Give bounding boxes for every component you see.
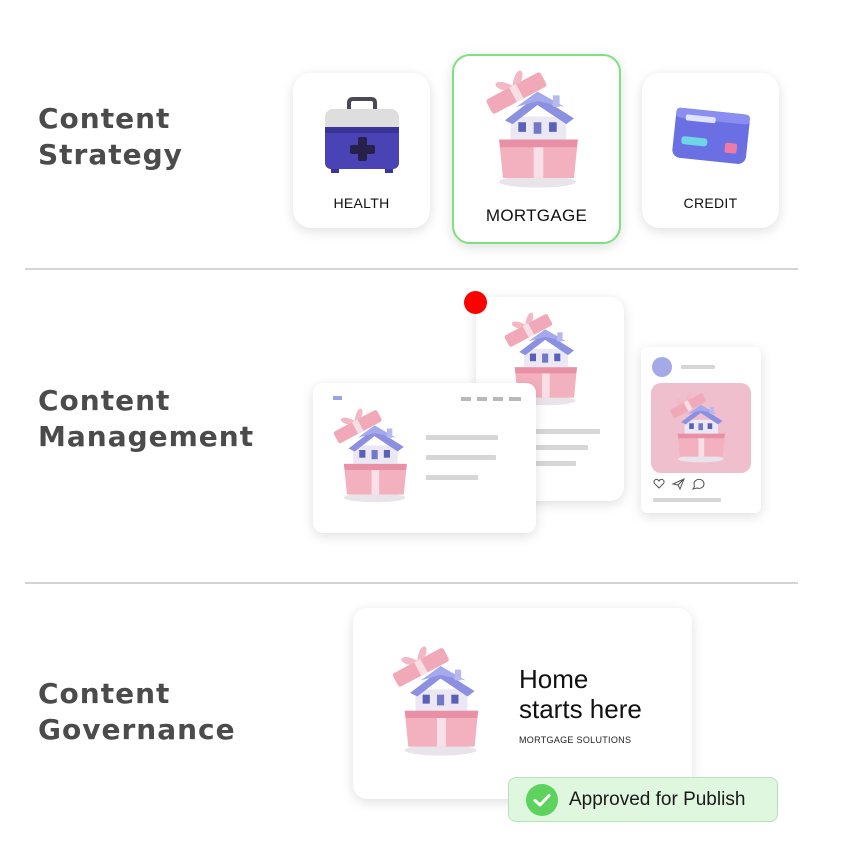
section-title-governance: Content Governance <box>38 676 236 748</box>
section-title-line: Content <box>38 102 171 135</box>
heart-icon <box>653 478 665 489</box>
category-card-health[interactable]: HEALTH <box>293 73 430 228</box>
placeholder-text-line <box>653 498 721 502</box>
approval-status-label: Approved for Publish <box>569 788 746 810</box>
social-post-preview[interactable] <box>641 347 761 513</box>
post-image <box>651 383 751 473</box>
section-title-line: Content <box>38 677 171 710</box>
house-gift-box-icon <box>480 66 578 188</box>
placeholder-text-line <box>426 435 498 440</box>
hero-subtitle: MORTGAGE SOLUTIONS <box>519 735 632 745</box>
section-title-management: Content Management <box>38 383 254 455</box>
section-title-line: Management <box>38 420 255 453</box>
web-page-preview[interactable] <box>313 383 536 533</box>
post-actions <box>653 478 705 490</box>
logo-placeholder <box>333 396 342 400</box>
credit-card-icon <box>672 107 751 164</box>
category-card-mortgage[interactable]: MORTGAGE <box>452 54 621 244</box>
section-title-strategy: Content Strategy <box>38 101 183 173</box>
medical-kit-icon <box>325 97 399 173</box>
nav-dash <box>509 397 521 401</box>
placeholder-text-line <box>426 475 478 480</box>
comment-icon <box>691 478 705 490</box>
send-icon <box>671 478 685 490</box>
placeholder-text-line <box>532 461 576 466</box>
hero-title-line: Home <box>519 664 589 694</box>
category-label: HEALTH <box>333 195 390 211</box>
category-label: MORTGAGE <box>485 206 588 225</box>
category-card-credit[interactable]: CREDIT <box>642 73 779 228</box>
house-gift-box-icon <box>666 389 725 463</box>
hero-title-line: starts here <box>519 694 642 724</box>
avatar <box>652 357 672 377</box>
nav-dash <box>477 397 487 401</box>
hero-title: Home starts here <box>519 664 642 724</box>
category-label: CREDIT <box>683 195 738 211</box>
section-title-line: Governance <box>38 713 236 746</box>
section-divider <box>25 268 798 270</box>
hero-banner-card[interactable]: Home starts here MORTGAGE SOLUTIONS <box>353 608 692 799</box>
nav-dash <box>493 397 503 401</box>
placeholder-text-line <box>532 429 600 434</box>
section-title-line: Content <box>38 384 171 417</box>
placeholder-text-line <box>426 455 496 460</box>
notification-dot <box>464 291 487 314</box>
section-title-line: Strategy <box>38 138 183 171</box>
check-circle-icon <box>526 783 558 816</box>
approval-status-badge: Approved for Publish <box>508 777 778 822</box>
placeholder-text-line <box>681 365 715 369</box>
house-gift-box-icon <box>387 638 479 756</box>
placeholder-text-line <box>532 445 588 450</box>
house-gift-box-icon <box>329 407 407 503</box>
section-divider <box>25 582 798 584</box>
nav-dash <box>461 397 471 401</box>
